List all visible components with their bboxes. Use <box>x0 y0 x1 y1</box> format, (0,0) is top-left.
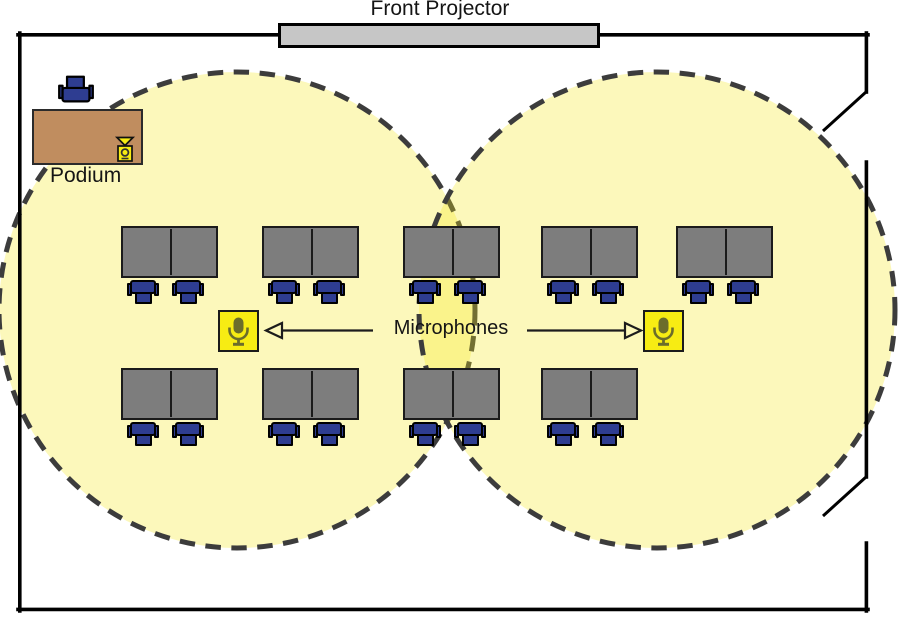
chair-back <box>135 292 152 304</box>
chair-icon <box>592 280 624 305</box>
table-divider <box>590 371 593 417</box>
chair-back <box>417 292 434 304</box>
chair-back <box>600 434 617 446</box>
chair-back <box>65 75 85 90</box>
chair-back <box>180 292 197 304</box>
chair-icon <box>454 422 486 447</box>
microphones-label: Microphones <box>393 317 509 339</box>
chair-icon <box>127 280 159 305</box>
chair-icon <box>682 280 714 305</box>
table-group <box>121 368 218 446</box>
table-group <box>121 226 218 304</box>
table-divider <box>590 229 593 275</box>
chair-seat <box>61 86 91 103</box>
chair-icon <box>268 422 300 447</box>
table-icon <box>403 226 500 278</box>
table-divider <box>311 229 314 275</box>
table-group <box>541 226 638 304</box>
table-group <box>403 368 500 446</box>
table-group <box>676 226 773 304</box>
chair-back <box>555 434 572 446</box>
table-divider <box>170 229 173 275</box>
chair-icon <box>592 422 624 447</box>
door-icon <box>821 475 868 518</box>
table-icon <box>541 368 638 420</box>
chair-icon <box>547 280 579 305</box>
mic-icon <box>643 310 684 352</box>
door-icon <box>821 90 868 133</box>
microphone-glyph <box>228 317 249 346</box>
chair-icon <box>454 280 486 305</box>
table-icon <box>121 226 218 278</box>
chair-back <box>180 434 197 446</box>
chair-icon <box>268 280 300 305</box>
chair-back <box>690 292 707 304</box>
table-group <box>262 368 359 446</box>
table-icon <box>262 226 359 278</box>
chair-back <box>135 434 152 446</box>
chair-icon <box>409 280 441 305</box>
table-icon <box>121 368 218 420</box>
chair-icon <box>313 280 345 305</box>
table-divider <box>452 229 455 275</box>
camera-icon <box>114 136 136 162</box>
chair-icon <box>547 422 579 447</box>
chair-back <box>417 434 434 446</box>
chair-icon <box>409 422 441 447</box>
table-icon <box>541 226 638 278</box>
table-icon <box>676 226 773 278</box>
chair-back <box>600 292 617 304</box>
chair-back <box>321 434 338 446</box>
table-divider <box>452 371 455 417</box>
chair-back <box>555 292 572 304</box>
table-icon <box>403 368 500 420</box>
mic-icon <box>218 310 259 352</box>
table-divider <box>311 371 314 417</box>
presenter-chair <box>58 75 94 103</box>
microphone-glyph <box>653 317 674 346</box>
table-divider <box>170 371 173 417</box>
left-arrowhead-icon <box>263 321 284 340</box>
table-icon <box>262 368 359 420</box>
right-arrowhead-icon <box>623 321 644 340</box>
table-group <box>262 226 359 304</box>
chair-back <box>276 434 293 446</box>
chair-icon <box>172 280 204 305</box>
chair-back <box>735 292 752 304</box>
chair-icon <box>727 280 759 305</box>
chair-back <box>462 292 479 304</box>
chair-icon <box>127 422 159 447</box>
table-group <box>541 368 638 446</box>
chair-icon <box>172 422 204 447</box>
chair-back <box>462 434 479 446</box>
doors <box>821 90 868 518</box>
podium-label: Podium <box>50 164 122 187</box>
table-divider <box>725 229 728 275</box>
microphone-arrows <box>263 321 644 340</box>
front-projector-label: Front Projector <box>370 0 510 20</box>
table-group <box>403 226 500 304</box>
chair-icon <box>313 422 345 447</box>
chair-back <box>321 292 338 304</box>
projector-icon <box>278 23 600 48</box>
chair-back <box>276 292 293 304</box>
